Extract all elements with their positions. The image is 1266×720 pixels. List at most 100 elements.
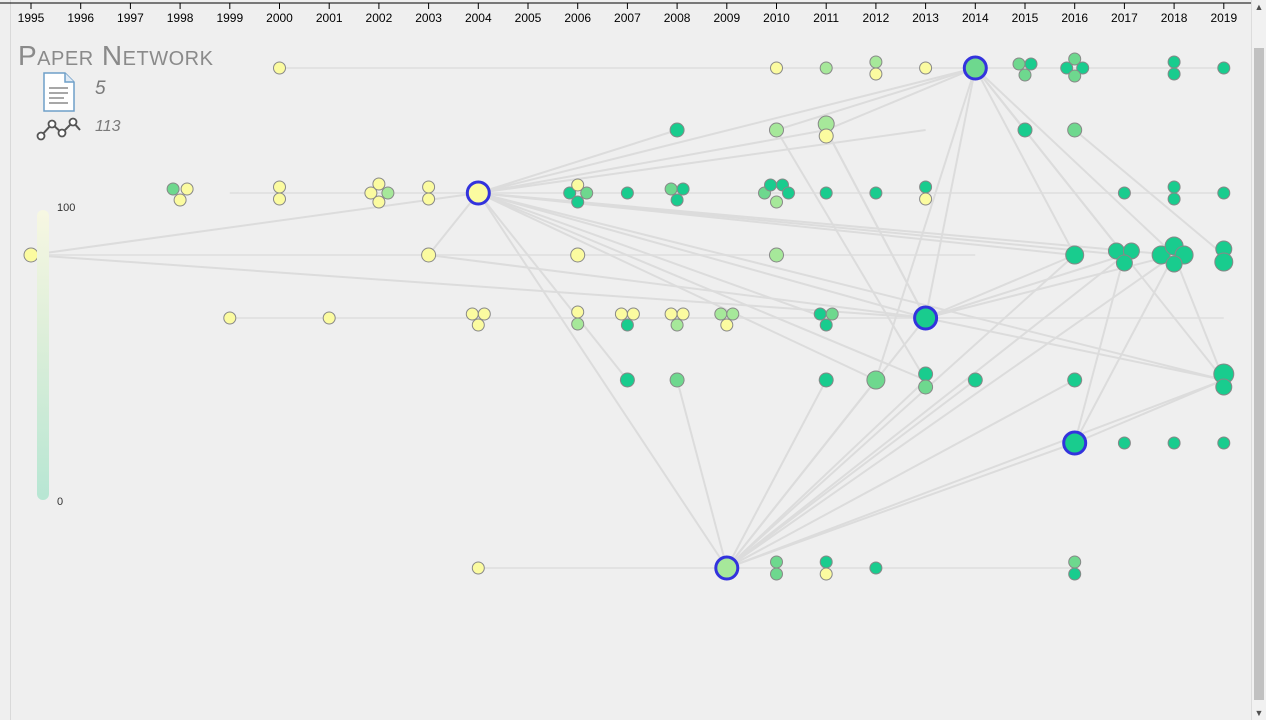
paper-node[interactable] <box>619 372 635 388</box>
paper-node[interactable] <box>1024 57 1038 71</box>
paper-node[interactable] <box>670 193 684 207</box>
paper-node[interactable] <box>1215 378 1233 396</box>
paper-node[interactable] <box>1167 67 1181 81</box>
paper-node[interactable] <box>1068 52 1082 66</box>
paper-node[interactable] <box>1018 68 1032 82</box>
paper-node[interactable] <box>669 372 685 388</box>
paper-node[interactable] <box>1165 255 1183 273</box>
highlighted-paper-node[interactable] <box>465 180 491 206</box>
paper-node[interactable] <box>1217 436 1231 450</box>
paper-node[interactable] <box>620 186 634 200</box>
paper-node[interactable] <box>477 307 491 321</box>
paper-node[interactable] <box>1151 245 1171 265</box>
paper-node[interactable] <box>664 307 678 321</box>
paper-node[interactable] <box>1217 186 1231 200</box>
paper-node[interactable] <box>1076 61 1090 75</box>
paper-node[interactable] <box>1214 252 1234 272</box>
paper-node[interactable] <box>422 180 436 194</box>
paper-node[interactable] <box>1012 57 1026 71</box>
paper-node[interactable] <box>1065 245 1085 265</box>
paper-node[interactable] <box>571 305 585 319</box>
paper-node[interactable] <box>571 317 585 331</box>
paper-node[interactable] <box>571 195 585 209</box>
paper-node[interactable] <box>819 555 833 569</box>
paper-node[interactable] <box>1217 61 1231 75</box>
paper-node[interactable] <box>918 366 934 382</box>
paper-node[interactable] <box>1068 69 1082 83</box>
highlighted-paper-node[interactable] <box>714 555 740 581</box>
paper-node[interactable] <box>1117 436 1131 450</box>
paper-node[interactable] <box>273 180 286 194</box>
paper-node[interactable] <box>1068 567 1082 581</box>
paper-node[interactable] <box>676 182 690 196</box>
paper-node[interactable] <box>819 318 833 332</box>
paper-node[interactable] <box>471 318 485 332</box>
paper-node[interactable] <box>421 247 437 263</box>
paper-node[interactable] <box>322 311 336 325</box>
paper-node[interactable] <box>364 186 378 200</box>
paper-node[interactable] <box>273 61 286 75</box>
scroll-down-icon[interactable]: ▼ <box>1254 708 1264 718</box>
paper-node[interactable] <box>782 186 795 200</box>
paper-node[interactable] <box>571 178 585 192</box>
paper-node[interactable] <box>818 128 834 144</box>
paper-node[interactable] <box>918 379 934 395</box>
paper-node[interactable] <box>620 318 634 332</box>
paper-node[interactable] <box>1117 186 1131 200</box>
paper-node[interactable] <box>869 67 883 81</box>
paper-node[interactable] <box>1067 122 1083 138</box>
paper-node[interactable] <box>180 182 194 196</box>
paper-node[interactable] <box>471 561 485 575</box>
paper-node[interactable] <box>670 318 684 332</box>
paper-node[interactable] <box>23 247 39 263</box>
paper-node[interactable] <box>273 192 286 206</box>
highlighted-paper-node[interactable] <box>1062 430 1088 456</box>
paper-node[interactable] <box>819 61 833 75</box>
paper-node[interactable] <box>869 186 883 200</box>
paper-node[interactable] <box>866 370 886 390</box>
paper-node[interactable] <box>813 307 827 321</box>
paper-node[interactable] <box>173 193 187 207</box>
paper-node[interactable] <box>769 122 784 138</box>
scroll-thumb[interactable] <box>1254 48 1264 700</box>
paper-node[interactable] <box>770 195 783 209</box>
paper-node[interactable] <box>1060 61 1074 75</box>
paper-node[interactable] <box>580 186 594 200</box>
paper-node[interactable] <box>563 186 577 200</box>
paper-node[interactable] <box>818 372 834 388</box>
paper-node[interactable] <box>726 307 740 321</box>
paper-node[interactable] <box>819 186 833 200</box>
paper-node[interactable] <box>1167 55 1181 69</box>
vertical-scrollbar[interactable]: ▲ ▼ <box>1251 0 1266 720</box>
paper-node[interactable] <box>919 180 933 194</box>
paper-node[interactable] <box>714 307 728 321</box>
paper-node[interactable] <box>720 318 734 332</box>
paper-node[interactable] <box>1167 436 1181 450</box>
paper-node[interactable] <box>664 182 678 196</box>
paper-node[interactable] <box>1067 372 1083 388</box>
highlighted-paper-node[interactable] <box>962 55 988 81</box>
paper-node[interactable] <box>372 195 386 209</box>
paper-node[interactable] <box>372 177 386 191</box>
paper-node[interactable] <box>1167 192 1181 206</box>
paper-node[interactable] <box>669 122 685 138</box>
paper-node[interactable] <box>869 55 883 69</box>
paper-node[interactable] <box>422 192 436 206</box>
paper-node[interactable] <box>919 61 933 75</box>
paper-node[interactable] <box>381 186 395 200</box>
paper-node[interactable] <box>614 307 628 321</box>
paper-node[interactable] <box>967 372 983 388</box>
paper-node[interactable] <box>1068 555 1082 569</box>
paper-node[interactable] <box>1017 122 1033 138</box>
paper-node[interactable] <box>919 192 933 206</box>
paper-node[interactable] <box>769 247 784 263</box>
paper-nodes[interactable] <box>23 52 1235 581</box>
paper-node[interactable] <box>1167 180 1181 194</box>
paper-node[interactable] <box>626 307 640 321</box>
paper-node[interactable] <box>770 555 783 569</box>
paper-node[interactable] <box>166 182 180 196</box>
scroll-up-icon[interactable]: ▲ <box>1254 2 1264 12</box>
highlighted-paper-node[interactable] <box>913 305 939 331</box>
paper-node[interactable] <box>770 61 783 75</box>
